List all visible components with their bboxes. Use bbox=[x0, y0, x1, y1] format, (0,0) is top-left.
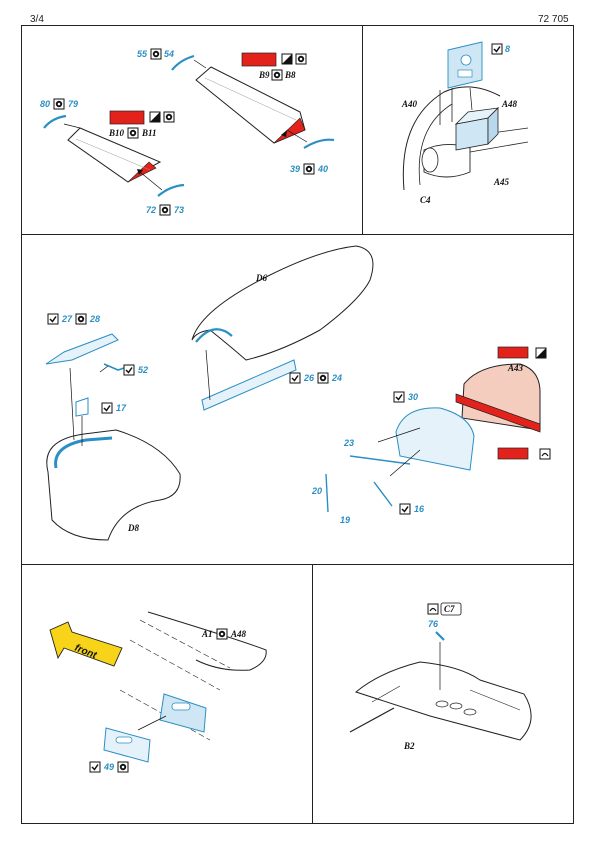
label-b10: B10 bbox=[108, 128, 125, 138]
label-39: 39 bbox=[290, 164, 300, 174]
label-d8: D8 bbox=[127, 523, 139, 533]
label-b11: B11 bbox=[141, 128, 157, 138]
label-27: 27 bbox=[61, 314, 73, 324]
label-d6: D6 bbox=[255, 273, 267, 283]
seat-tub-d8 bbox=[46, 429, 181, 541]
paint-icon bbox=[317, 372, 329, 384]
label-16: 16 bbox=[414, 504, 425, 514]
label-b8: B8 bbox=[284, 70, 296, 80]
flap-assembly-right bbox=[171, 54, 335, 149]
cockpit-interior bbox=[402, 41, 529, 191]
fuselage-side bbox=[103, 611, 267, 763]
label-54: 54 bbox=[164, 49, 174, 59]
c7-box bbox=[440, 602, 462, 616]
label-79: 79 bbox=[68, 99, 78, 109]
fold-icon bbox=[491, 43, 503, 55]
label-a43: A43 bbox=[507, 363, 524, 373]
paint-icon bbox=[303, 163, 315, 175]
front-arrow: front bbox=[49, 621, 123, 667]
label-a48-front: A48 bbox=[230, 629, 247, 639]
rear-bulkhead bbox=[325, 363, 541, 513]
paint-swatch-red-lower bbox=[109, 110, 145, 125]
label-c7: C7 bbox=[444, 604, 455, 614]
fold-icon bbox=[101, 402, 113, 414]
label-20: 20 bbox=[311, 486, 322, 496]
label-28: 28 bbox=[89, 314, 100, 324]
product-code: 72 705 bbox=[538, 14, 569, 25]
label-30: 30 bbox=[408, 392, 418, 402]
paint-icon bbox=[117, 761, 129, 773]
label-a40: A40 bbox=[401, 99, 418, 109]
label-23: 23 bbox=[343, 438, 354, 448]
panel-underside bbox=[312, 564, 574, 824]
seat-frame-parts bbox=[45, 333, 131, 446]
label-26: 26 bbox=[303, 373, 315, 383]
label-a45: A45 bbox=[493, 177, 510, 187]
paint-icon bbox=[150, 48, 162, 60]
label-b2: B2 bbox=[403, 741, 415, 751]
label-a1: A1 bbox=[201, 629, 213, 639]
label-73: 73 bbox=[174, 205, 184, 215]
paint-icon bbox=[271, 69, 283, 81]
label-52: 52 bbox=[138, 365, 148, 375]
label-a48: A48 bbox=[501, 99, 518, 109]
fold-icon bbox=[289, 372, 301, 384]
fold-icon bbox=[123, 364, 135, 376]
paint-swatch-red-a43 bbox=[497, 346, 529, 359]
paint-icon bbox=[216, 628, 228, 640]
mask-icon bbox=[539, 448, 551, 460]
label-19: 19 bbox=[340, 515, 350, 525]
fold-icon bbox=[89, 761, 101, 773]
paint-swatch-red-bulkhead bbox=[497, 447, 529, 460]
paint-icon bbox=[53, 98, 65, 110]
mask-icon bbox=[427, 603, 439, 615]
label-40: 40 bbox=[317, 164, 328, 174]
paint-icon bbox=[159, 204, 171, 216]
label-80: 80 bbox=[40, 99, 50, 109]
seat-back-d6 bbox=[191, 245, 374, 411]
label-b9: B9 bbox=[258, 70, 270, 80]
label-8: 8 bbox=[505, 44, 510, 54]
label-55: 55 bbox=[137, 49, 148, 59]
paint-icon bbox=[127, 127, 139, 139]
label-c4: C4 bbox=[420, 195, 431, 205]
remove-icon bbox=[149, 111, 161, 123]
underside-panel bbox=[349, 631, 532, 741]
label-17: 17 bbox=[116, 403, 127, 413]
paint-icon bbox=[163, 111, 175, 123]
label-49: 49 bbox=[103, 762, 114, 772]
page-number: 3/4 bbox=[30, 14, 44, 25]
remove-icon bbox=[281, 53, 293, 65]
paint-icon bbox=[75, 313, 87, 325]
fold-icon bbox=[399, 503, 411, 515]
paint-icon bbox=[295, 53, 307, 65]
flap-assembly-left bbox=[43, 114, 185, 197]
fold-icon bbox=[393, 391, 405, 403]
paint-swatch-red-upper bbox=[241, 52, 277, 67]
remove-icon bbox=[535, 347, 547, 359]
label-24: 24 bbox=[331, 373, 342, 383]
label-72: 72 bbox=[146, 205, 156, 215]
fold-icon bbox=[47, 313, 59, 325]
label-76: 76 bbox=[428, 619, 439, 629]
